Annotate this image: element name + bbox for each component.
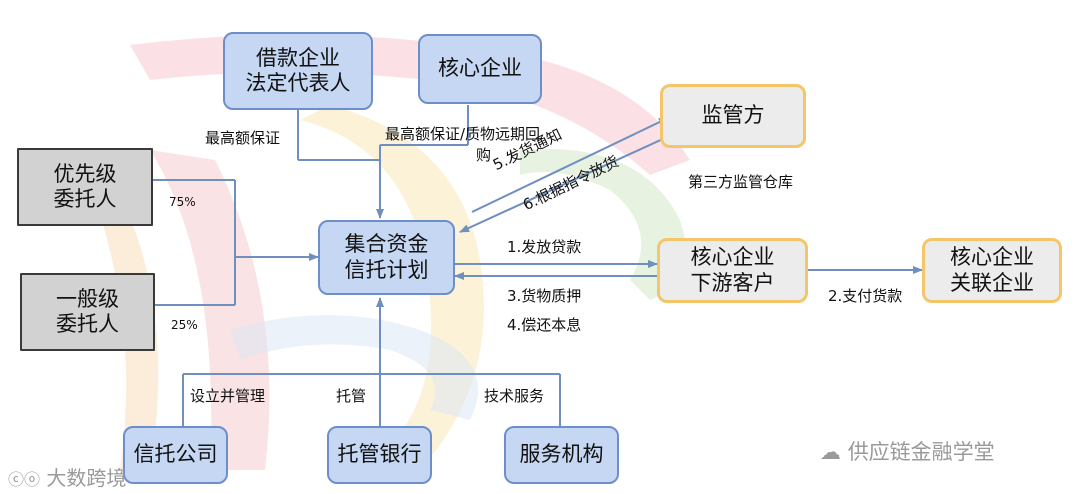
borrower-legal-rep-box: 借款企业 法定代表人: [223, 32, 373, 110]
watermark-left-text: 大数跨境: [46, 466, 127, 490]
label-step2-pay-goods: 2.支付货款: [828, 287, 903, 305]
core-enterprise-box: 核心企业: [418, 34, 542, 104]
label-general-percent: 25%: [171, 318, 198, 332]
label-max-guarantee: 最高额保证: [205, 129, 281, 147]
label-step1-issue-loan: 1.发放贷款: [507, 238, 582, 256]
trust-company-box: 信托公司: [123, 426, 228, 484]
label-third-party-warehouse: 第三方监管仓库: [688, 173, 794, 191]
custodian-bank-box: 托管银行: [327, 426, 432, 484]
label-step3-pledge-goods: 3.货物质押: [507, 287, 582, 305]
downstream-customer-box: 核心企业 下游客户: [657, 238, 808, 303]
trust-plan-box: 集合资金 信托计划: [318, 220, 455, 295]
label-priority-percent: 75%: [169, 195, 196, 209]
supervisor-box: 监管方: [660, 84, 806, 148]
label-max-guarantee-repurchase-line2: 购: [476, 146, 492, 164]
general-trustor-box: 一般级 委托人: [20, 273, 155, 351]
service-agency-box: 服务机构: [504, 426, 619, 484]
label-max-guarantee-repurchase-line1: 最高额保证/质物远期回: [385, 125, 541, 143]
priority-trustor-box: 优先级 委托人: [17, 148, 153, 226]
affiliate-enterprise-box: 核心企业 关联企业: [922, 238, 1062, 303]
label-step4-repay: 4.偿还本息: [507, 316, 582, 334]
label-establish-and-manage: 设立并管理: [190, 387, 266, 405]
watermark-logo-icon: ⓒⓞ: [8, 470, 41, 489]
watermark-left: ⓒⓞ 大数跨境: [8, 462, 126, 491]
label-tech-service: 技术服务: [484, 387, 545, 405]
wechat-icon: ☁: [820, 440, 841, 464]
label-custody: 托管: [336, 387, 367, 405]
watermark-right: ☁ 供应链金融学堂: [820, 436, 995, 466]
watermark-right-text: 供应链金融学堂: [847, 440, 995, 464]
